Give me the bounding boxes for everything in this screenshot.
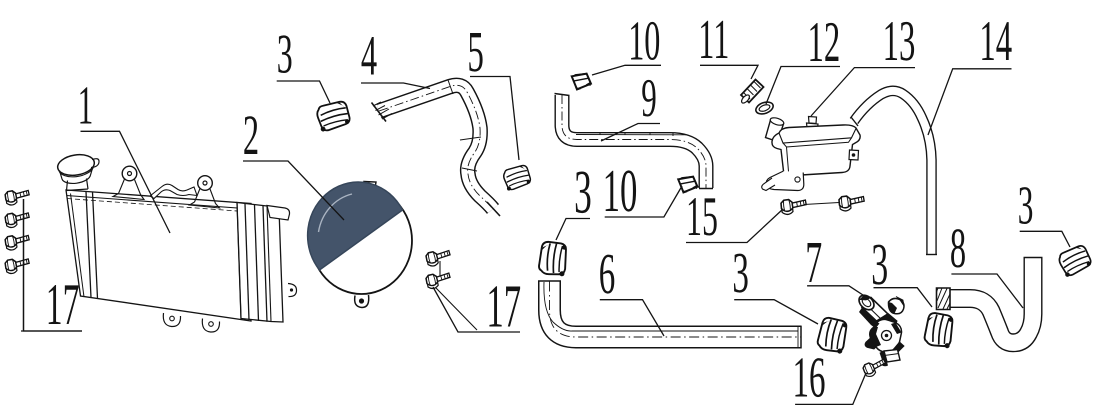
svg-text:16: 16 bbox=[792, 345, 825, 410]
svg-text:1: 1 bbox=[78, 75, 94, 136]
svg-text:17: 17 bbox=[486, 273, 521, 340]
svg-text:2: 2 bbox=[243, 104, 259, 167]
svg-text:15: 15 bbox=[686, 186, 718, 248]
svg-text:8: 8 bbox=[950, 217, 966, 280]
svg-text:3: 3 bbox=[1018, 175, 1034, 236]
svg-text:9: 9 bbox=[641, 67, 657, 128]
svg-text:7: 7 bbox=[805, 229, 822, 295]
svg-text:11: 11 bbox=[698, 9, 729, 71]
svg-text:13: 13 bbox=[883, 10, 916, 73]
svg-text:14: 14 bbox=[979, 10, 1012, 73]
svg-text:17: 17 bbox=[46, 271, 80, 337]
svg-text:3: 3 bbox=[871, 231, 888, 297]
svg-text:3: 3 bbox=[574, 159, 592, 227]
svg-text:3: 3 bbox=[277, 24, 293, 86]
svg-text:5: 5 bbox=[467, 19, 484, 84]
svg-text:3: 3 bbox=[732, 240, 749, 305]
svg-text:6: 6 bbox=[599, 241, 616, 306]
svg-text:10: 10 bbox=[603, 158, 638, 225]
svg-text:10: 10 bbox=[628, 10, 660, 72]
svg-text:12: 12 bbox=[808, 11, 841, 74]
svg-text:4: 4 bbox=[361, 25, 377, 88]
